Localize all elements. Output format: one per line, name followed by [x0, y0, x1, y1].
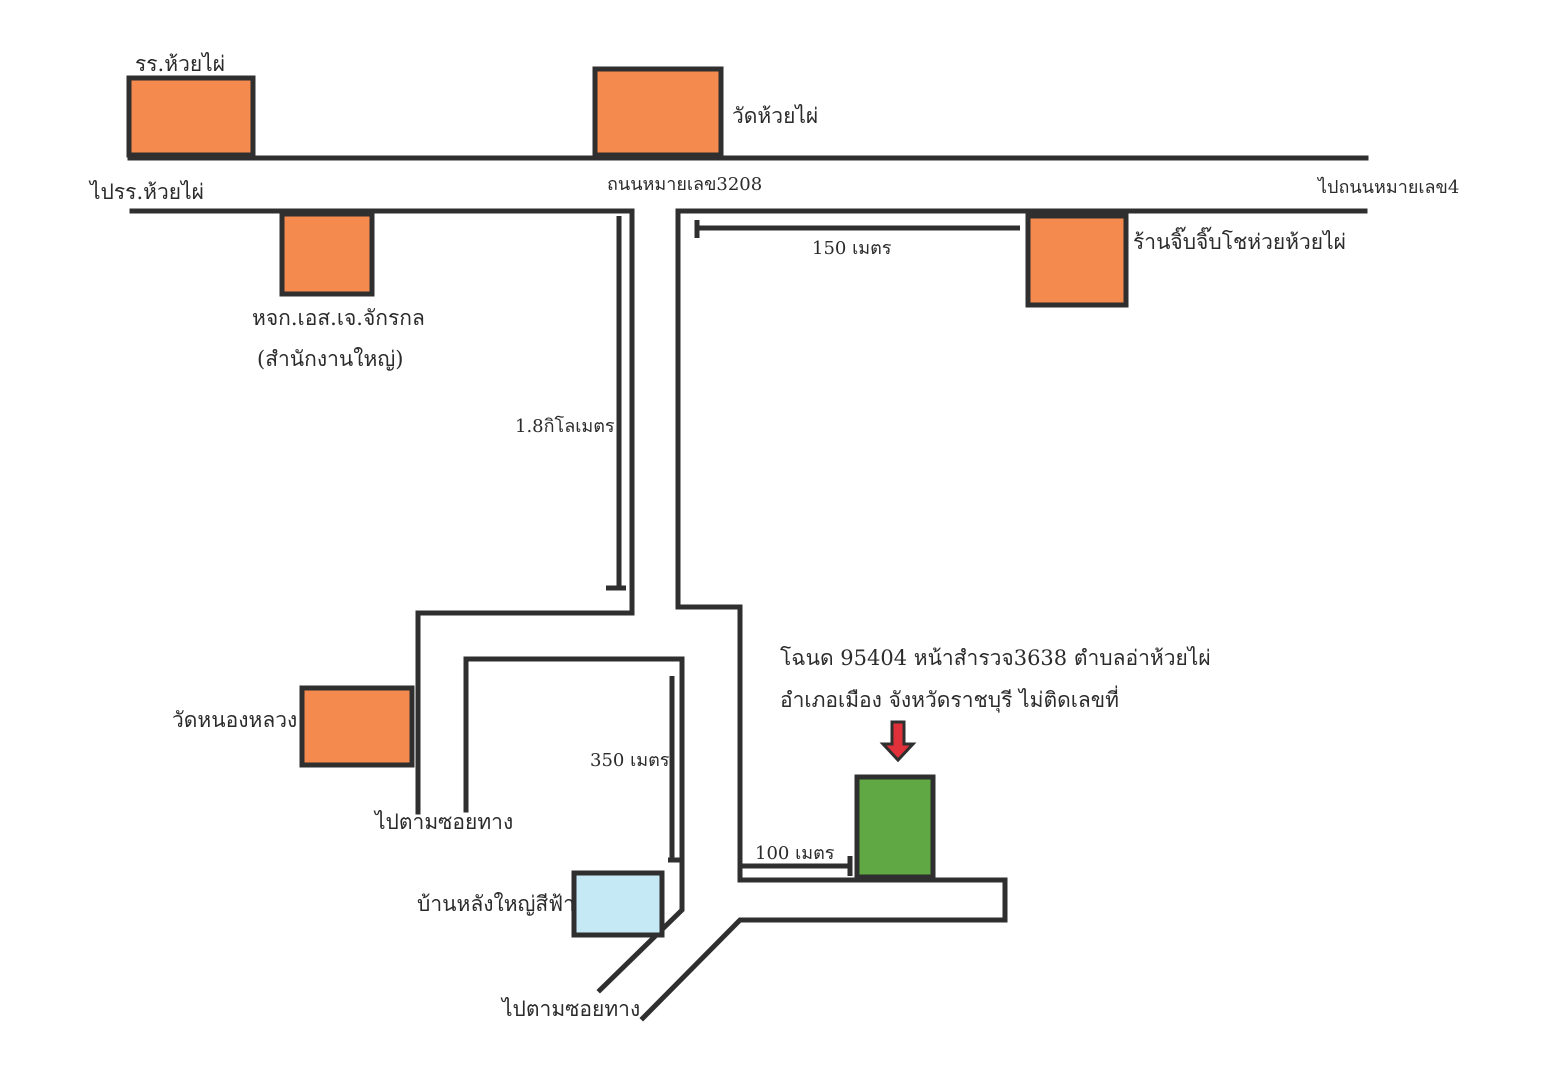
side-road-right-edge	[639, 208, 1008, 1022]
labels: รร.ห้วยไผ่ วัดห้วยไผ่ ไปรร.ห้วยไผ่ ถนนหม…	[88, 52, 1459, 1021]
label-to-soi-1: ไปตามซอยทาง	[373, 810, 513, 834]
label-school: รร.ห้วยไผ่	[135, 52, 225, 76]
buildings	[126, 66, 1129, 938]
shop-building	[1025, 213, 1129, 308]
company-building	[279, 211, 375, 297]
target-plot	[854, 774, 936, 880]
label-150m: 150 เมตร	[812, 238, 892, 259]
label-to-soi-2: ไปตามซอยทาง	[500, 997, 640, 1021]
blue-house-building	[571, 870, 665, 938]
label-to-highway4: ไปถนนหมายเลข4	[1316, 176, 1459, 198]
down-arrow-icon	[879, 720, 917, 763]
roads	[127, 155, 1369, 1022]
label-target-line2: อำเภอเมือง จังหวัดราชบุรี ไม่ติดเลขที่	[780, 685, 1119, 713]
label-temple: วัดห้วยไผ่	[732, 104, 818, 128]
label-target-line1: โฉนด 95404 หน้าสำรวจ3638 ตำบลอ่าห้วยไผ่	[780, 646, 1211, 670]
label-company-line1: หจก.เอส.เจ.จักรกล	[252, 306, 425, 330]
label-highway: ถนนหมายเลข3208	[607, 174, 762, 195]
label-company-line2: (สำนักงานใหญ่)	[257, 347, 403, 371]
label-blue-house: บ้านหลังใหญ่สีฟ้า	[417, 892, 575, 916]
dimension-lines	[606, 216, 1020, 876]
side-road-left-edge	[415, 208, 635, 815]
temple-building	[592, 66, 724, 158]
label-350m: 350 เมตร	[590, 750, 670, 771]
label-temple-nong-luang: วัดหนองหลวง	[172, 708, 297, 732]
school-building	[126, 75, 256, 158]
label-shop: ร้านจิ๊บจิ๊บโชห่วยห้วยไผ่	[1133, 226, 1346, 254]
label-100m: 100 เมตร	[755, 843, 835, 864]
label-to-school: ไปรร.ห้วยไผ่	[88, 180, 204, 204]
label-1-8km: 1.8กิโลเมตร	[515, 415, 615, 437]
temple-nong-luang-building	[299, 685, 415, 768]
